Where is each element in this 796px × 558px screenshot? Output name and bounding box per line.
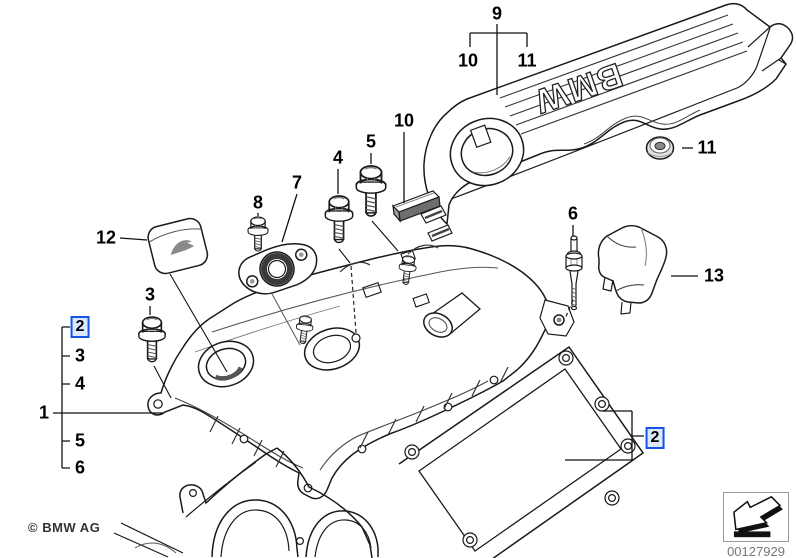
callout-5-list[interactable]: 5: [74, 430, 86, 451]
callout-1-cover[interactable]: 1: [38, 402, 50, 423]
callout-8-bolt[interactable]: 8: [252, 192, 264, 213]
callout-4-list[interactable]: 4: [74, 373, 86, 394]
stud-drawing: [565, 235, 583, 311]
valve-cover-drawing: [147, 244, 575, 500]
callout-2-gasket-selected[interactable]: 2: [645, 427, 665, 449]
flange-gasket-drawing: [238, 243, 318, 295]
next-page-arrow-button[interactable]: [723, 492, 789, 542]
bracket-drawing: [597, 225, 668, 315]
callout-7-flange[interactable]: 7: [291, 172, 303, 193]
grommet-drawing: [645, 136, 675, 160]
oil-cap-drawing: [147, 217, 209, 275]
strip-drawing: [391, 190, 441, 223]
callout-10-strip[interactable]: 10: [393, 110, 415, 131]
engine-cover-drawing: BMW: [420, 2, 794, 242]
callout-leader-lines: [53, 24, 698, 469]
page-arrow-icon: [733, 495, 783, 538]
image-number: 00127929: [727, 544, 785, 558]
callout-3-list[interactable]: 3: [74, 345, 86, 366]
callout-4-bolt[interactable]: 4: [332, 147, 344, 168]
callout-3-bolt[interactable]: 3: [144, 284, 156, 305]
callout-12-cap[interactable]: 12: [95, 227, 117, 248]
callout-5-bolt[interactable]: 5: [365, 131, 377, 152]
callout-11-grommet[interactable]: 11: [697, 137, 717, 158]
copyright-text: © BMW AG: [28, 520, 101, 535]
callout-9[interactable]: 9: [491, 3, 503, 24]
callout-10-group[interactable]: 10: [457, 50, 479, 71]
callout-6-list[interactable]: 6: [74, 457, 86, 478]
callout-2-selected[interactable]: 2: [70, 316, 90, 338]
callout-13-bracket[interactable]: 13: [703, 265, 725, 286]
gasket-drawing: [113, 345, 645, 558]
callout-6-stud[interactable]: 6: [567, 203, 579, 224]
callout-11-group[interactable]: 11: [517, 50, 537, 71]
